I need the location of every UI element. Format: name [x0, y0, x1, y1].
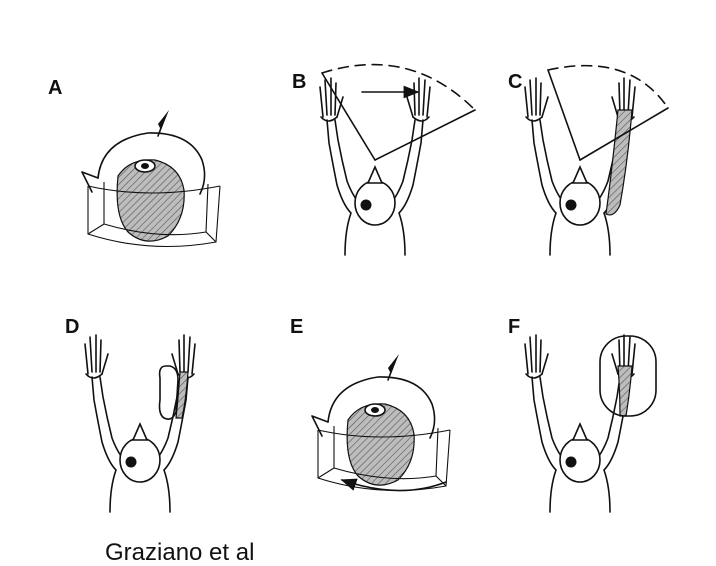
panel-label-a: A [48, 77, 62, 99]
panel-d-receptive-field [160, 366, 179, 419]
panel-f-monkey [525, 335, 635, 512]
panel-d: D [65, 316, 195, 512]
panel-label-c: C [508, 71, 522, 93]
panel-label-b: B [292, 71, 306, 93]
panel-c: C [508, 66, 668, 255]
panel-c-arm-field [606, 110, 632, 215]
panel-label-d: D [65, 316, 79, 338]
panel-b-object-sweep [322, 65, 475, 160]
figure-caption: Graziano et al [105, 541, 254, 565]
panel-a: A [48, 77, 220, 247]
panel-label-f: F [508, 316, 520, 338]
panel-a-head-in-chair [82, 110, 220, 247]
panel-e-head-in-chair [312, 354, 450, 491]
panel-f: F [508, 316, 656, 512]
panel-e: E [290, 316, 450, 491]
panel-d-monkey [85, 335, 195, 512]
panel-b: B [292, 65, 475, 255]
panel-b-monkey [320, 78, 430, 255]
panel-label-e: E [290, 316, 303, 338]
panel-c-object-sweep [548, 66, 668, 160]
